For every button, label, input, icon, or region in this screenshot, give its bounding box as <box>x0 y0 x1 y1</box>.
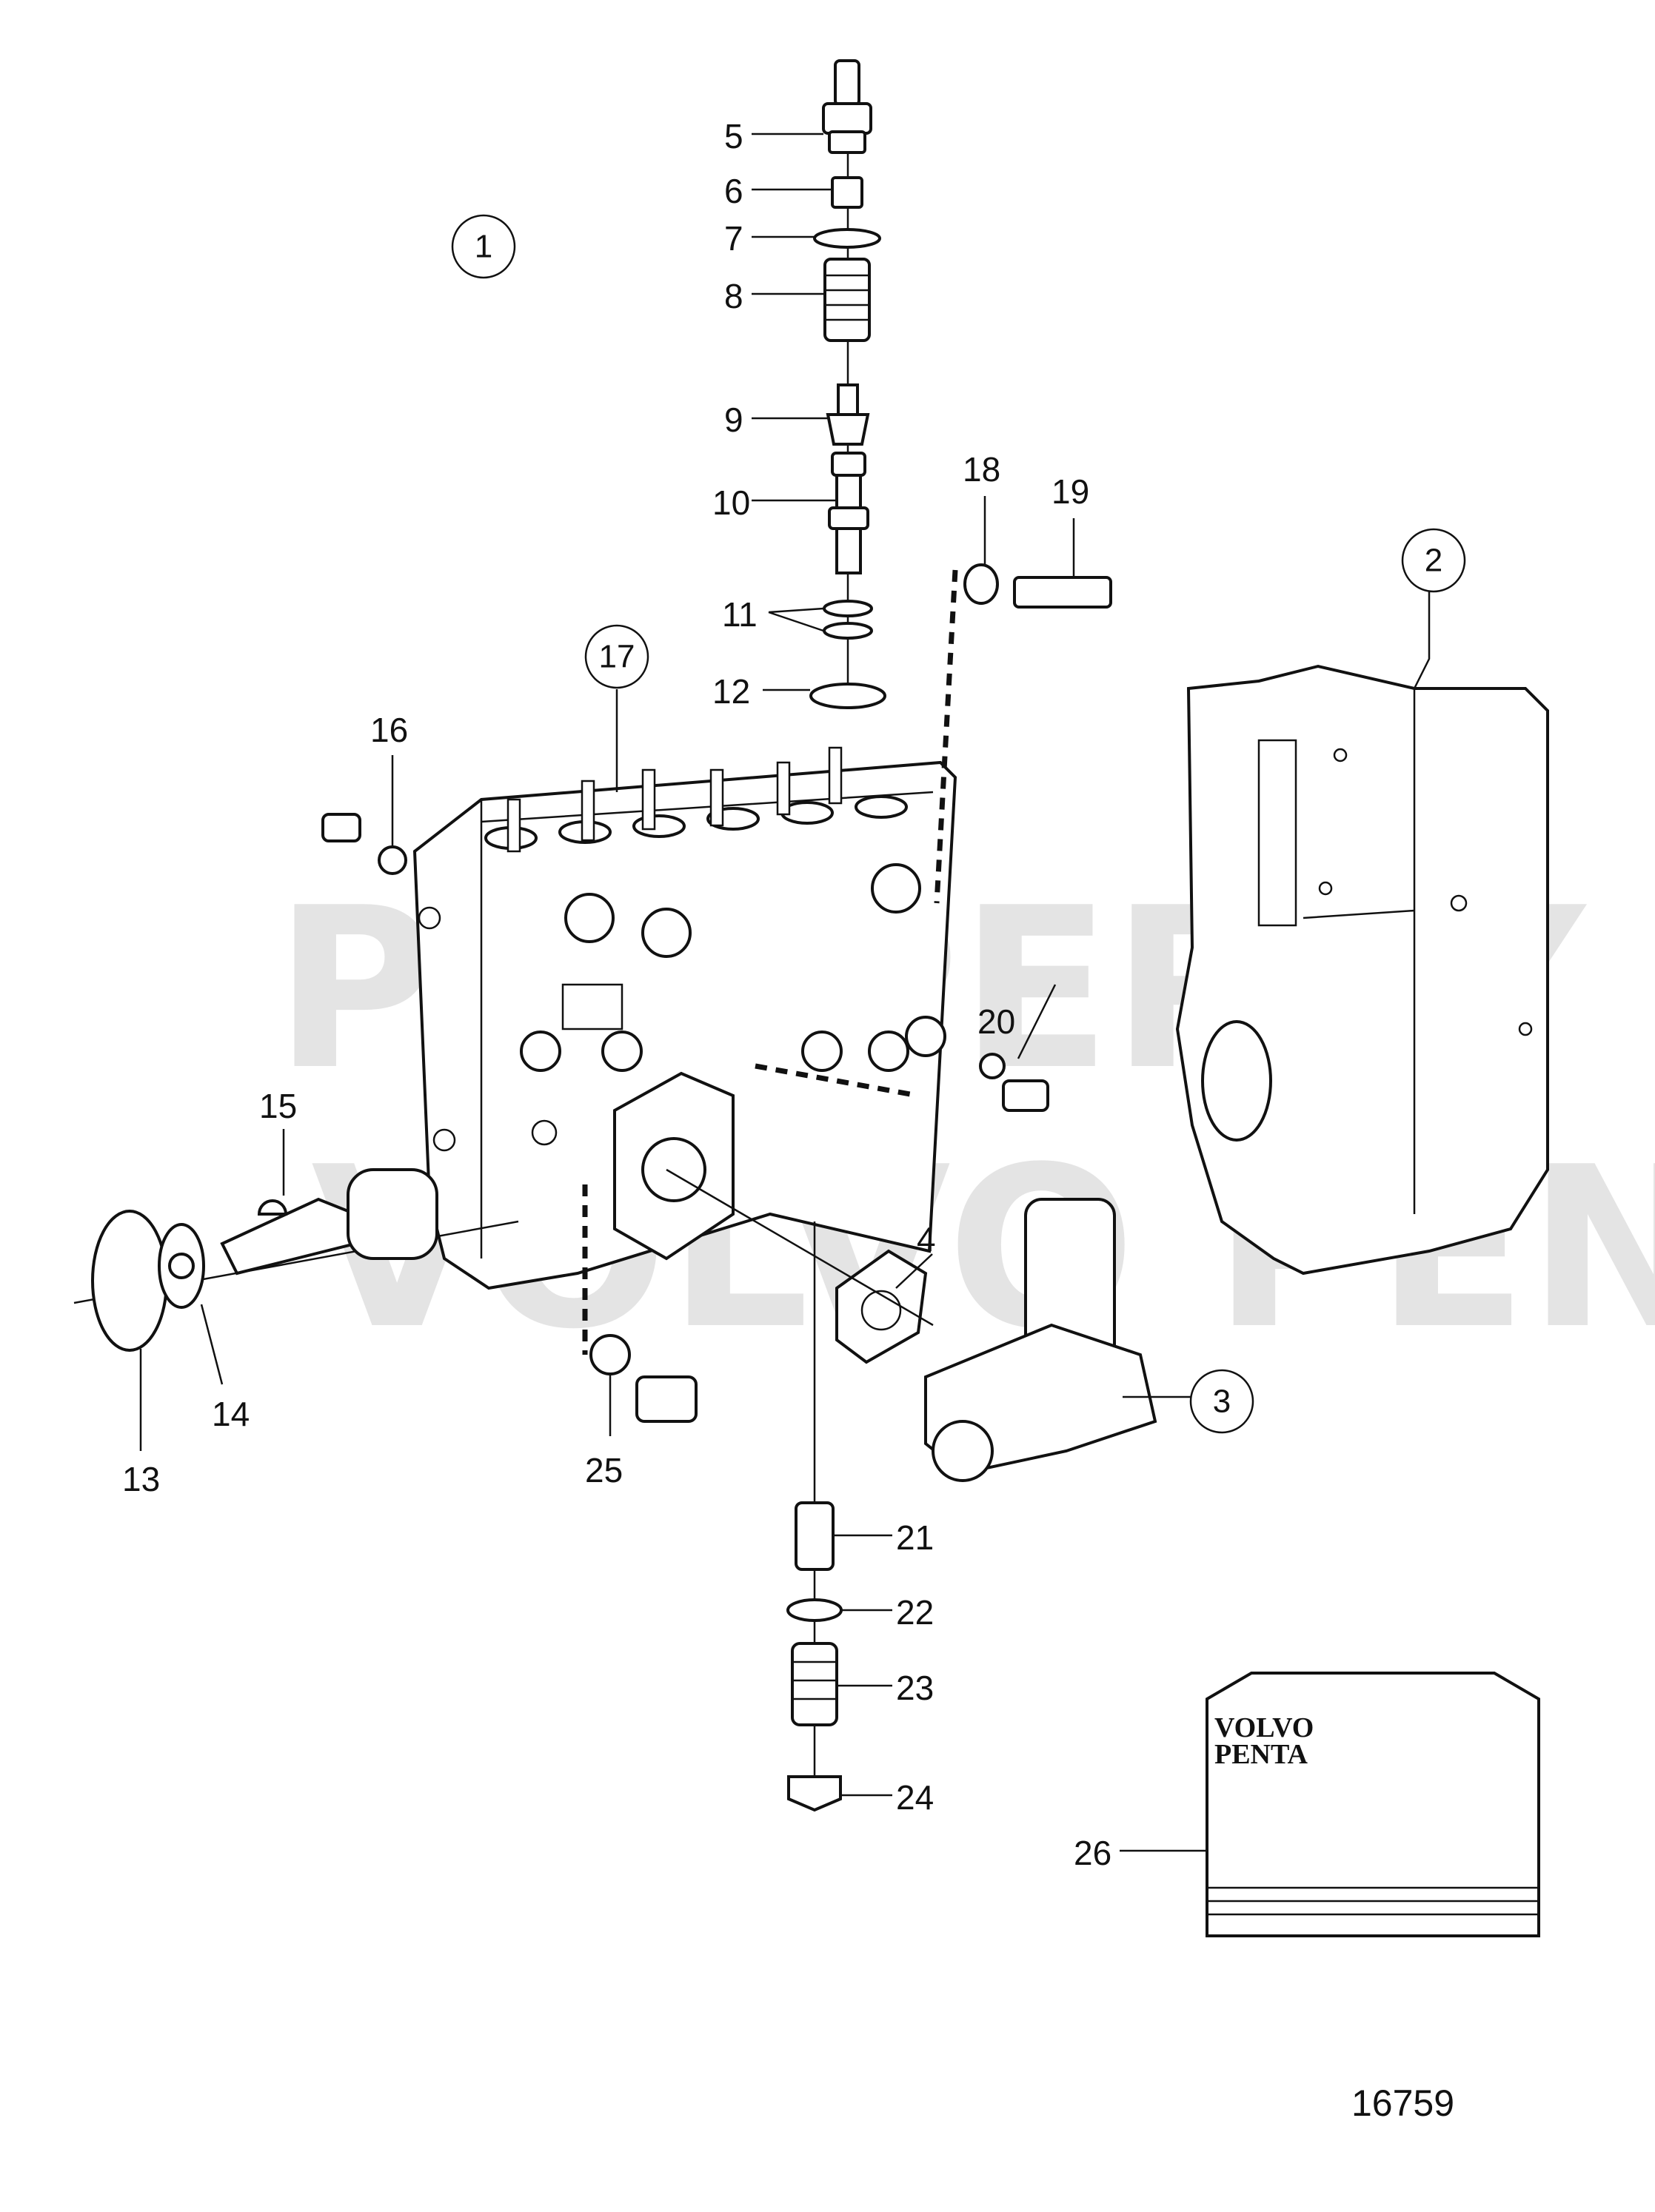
callout-18: 18 <box>963 450 1000 489</box>
callout-22: 22 <box>896 1593 934 1632</box>
leader-lines <box>139 133 1431 1852</box>
callout-6: 6 <box>724 172 743 210</box>
manual-brand-line-2: PENTA <box>1214 1739 1308 1770</box>
callout-23: 23 <box>896 1669 934 1707</box>
callout-9: 9 <box>724 400 743 439</box>
callout-4: 4 <box>917 1220 936 1259</box>
drawing-number: 16759 <box>1351 2082 1454 2124</box>
callout-15: 15 <box>259 1087 297 1125</box>
alignment-dashes <box>582 569 958 1355</box>
fasteners <box>321 563 1112 1423</box>
callout-17: 17 <box>599 639 635 675</box>
callout-12: 12 <box>712 672 750 711</box>
callout-19: 19 <box>1051 472 1089 511</box>
tappet-stack <box>786 1221 843 1812</box>
callout-3: 3 <box>1213 1384 1231 1420</box>
feed-pump <box>666 1168 1157 1482</box>
callout-2: 2 <box>1425 543 1442 579</box>
service-manual: VOLVO PENTA <box>1206 1672 1540 1937</box>
callout-21: 21 <box>896 1518 934 1557</box>
callout-8: 8 <box>724 277 743 315</box>
delivery-valve-stack <box>809 59 886 709</box>
callout-16: 16 <box>370 711 408 749</box>
camshaft-assembly <box>73 1168 519 1352</box>
callout-24: 24 <box>896 1778 934 1817</box>
callout-13: 13 <box>122 1460 160 1498</box>
callout-labels: 1 2 3 4 5 6 7 8 9 10 11 12 17 18 19 20 1… <box>122 117 1442 1872</box>
callout-circles <box>451 214 1466 1434</box>
manual-brand-line-1: VOLVO <box>1214 1712 1314 1743</box>
pump-housing <box>412 746 957 1290</box>
callout-10: 10 <box>712 483 750 522</box>
callout-25: 25 <box>585 1451 623 1489</box>
callout-7: 7 <box>724 219 743 258</box>
callout-20: 20 <box>977 1002 1015 1041</box>
callout-26: 26 <box>1074 1834 1111 1872</box>
governor-housing <box>1175 664 1549 1276</box>
callout-5: 5 <box>724 117 743 155</box>
callout-11: 11 <box>722 595 758 634</box>
callout-1: 1 <box>475 229 492 265</box>
callout-14: 14 <box>212 1395 250 1433</box>
